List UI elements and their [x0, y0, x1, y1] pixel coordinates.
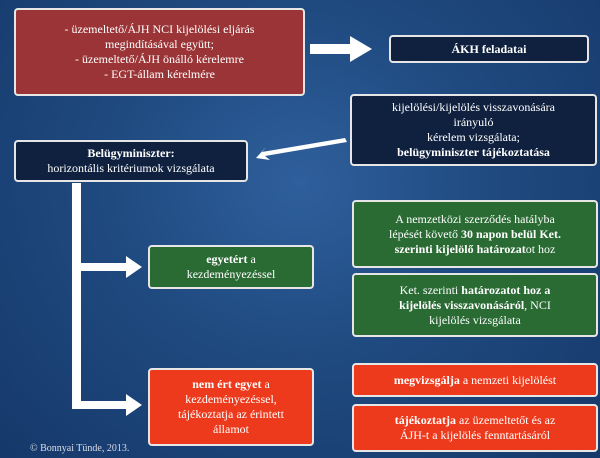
disagrees-rest: a	[261, 377, 270, 391]
disagrees-line-2: kezdeményezéssel,	[185, 392, 277, 406]
agrees-rest: a	[247, 252, 256, 266]
revocation-decision-box: Ket. szerinti határozatot hoz a kijelölé…	[352, 273, 598, 337]
request-review-line-1: kijelölési/kijelölés visszavonására	[392, 100, 555, 114]
informs-line-2: ÁJH-t a kijelölés fenntartásáról	[399, 428, 551, 442]
disagrees-line-3: tájékoztatja az érintett	[178, 407, 284, 421]
revocation-line-3: kijelölés vizsgálata	[429, 312, 521, 327]
akh-tasks-box: ÁKH feladatai	[389, 35, 589, 63]
treaty-line-3a: szerinti kijelölő határozat	[394, 241, 526, 256]
agrees-line-2: kezdeményezéssel	[186, 267, 276, 281]
request-review-line-2: irányuló	[453, 115, 494, 129]
examines-designation-box: megvizsgálja a nemzeti kijelölést	[352, 363, 598, 397]
treaty-line-2a: lépését követő	[388, 226, 461, 241]
request-review-line-4: belügyminiszter tájékoztatása	[397, 145, 550, 159]
agrees-bold: egyetért	[206, 252, 248, 266]
treaty-line-1: A nemzetközi szerződés hatályba	[395, 211, 555, 226]
disagrees-bold: nem ért egyet	[192, 377, 262, 391]
initiation-line-2: megindításával együtt;	[105, 37, 214, 51]
informs-operator-box: tájékoztatja az üzemeltetőt és az ÁJH-t …	[352, 404, 598, 452]
international-treaty-box: A nemzetközi szerződés hatályba lépését …	[352, 200, 598, 268]
akh-tasks-title: ÁKH feladatai	[451, 41, 527, 56]
examines-bold: megvizsgálja	[393, 372, 460, 387]
treaty-line-2b: 30 napon belül Ket.	[460, 226, 561, 241]
copyright-notice: © Bonnyai Tünde, 2013.	[30, 443, 130, 454]
vertical-trunk	[72, 183, 81, 409]
initiation-cases-box: - üzemeltető/ÁJH NCI kijelölési eljárás …	[14, 8, 305, 96]
revocation-line-1a: Ket. szerinti	[399, 282, 462, 297]
revocation-line-2b: , NCI	[524, 297, 551, 312]
treaty-line-3b: ot hoz	[525, 241, 556, 256]
request-review-line-3: kérelem vizsgálata;	[427, 130, 520, 144]
arrow-to-akh	[310, 36, 372, 62]
informs-bold: tájékoztatja	[394, 413, 457, 427]
examines-rest: a nemzeti kijelölést	[459, 372, 557, 387]
arrow-to-belugy	[256, 138, 347, 160]
disagrees-box: nem ért egyet a kezdeményezéssel, tájéko…	[148, 368, 314, 446]
interior-minister-title: Belügyminiszter:	[87, 146, 175, 160]
initiation-line-3: - üzemeltető/ÁJH önálló kérelemre	[75, 52, 244, 66]
initiation-line-4: - EGT-állam kérelmére	[104, 67, 215, 81]
initiation-line-1: - üzemeltető/ÁJH NCI kijelölési eljárás	[64, 22, 255, 36]
revocation-line-1b: határozatot hoz a	[461, 282, 551, 297]
revocation-line-2: kijelölés visszavonásáról	[399, 297, 525, 312]
interior-minister-box: Belügyminiszter: horizontális kritériumo…	[14, 140, 248, 182]
arrow-to-nem-ert	[72, 394, 142, 416]
agrees-box: egyetért a kezdeményezéssel	[148, 245, 314, 289]
informs-rest: az üzemeltetőt és az	[456, 413, 556, 427]
request-review-box: kijelölési/kijelölés visszavonására irán…	[350, 94, 597, 166]
arrow-to-egyetert	[81, 256, 142, 278]
disagrees-line-4: államot	[213, 422, 249, 436]
interior-minister-task: horizontális kritériumok vizsgálata	[47, 161, 215, 175]
